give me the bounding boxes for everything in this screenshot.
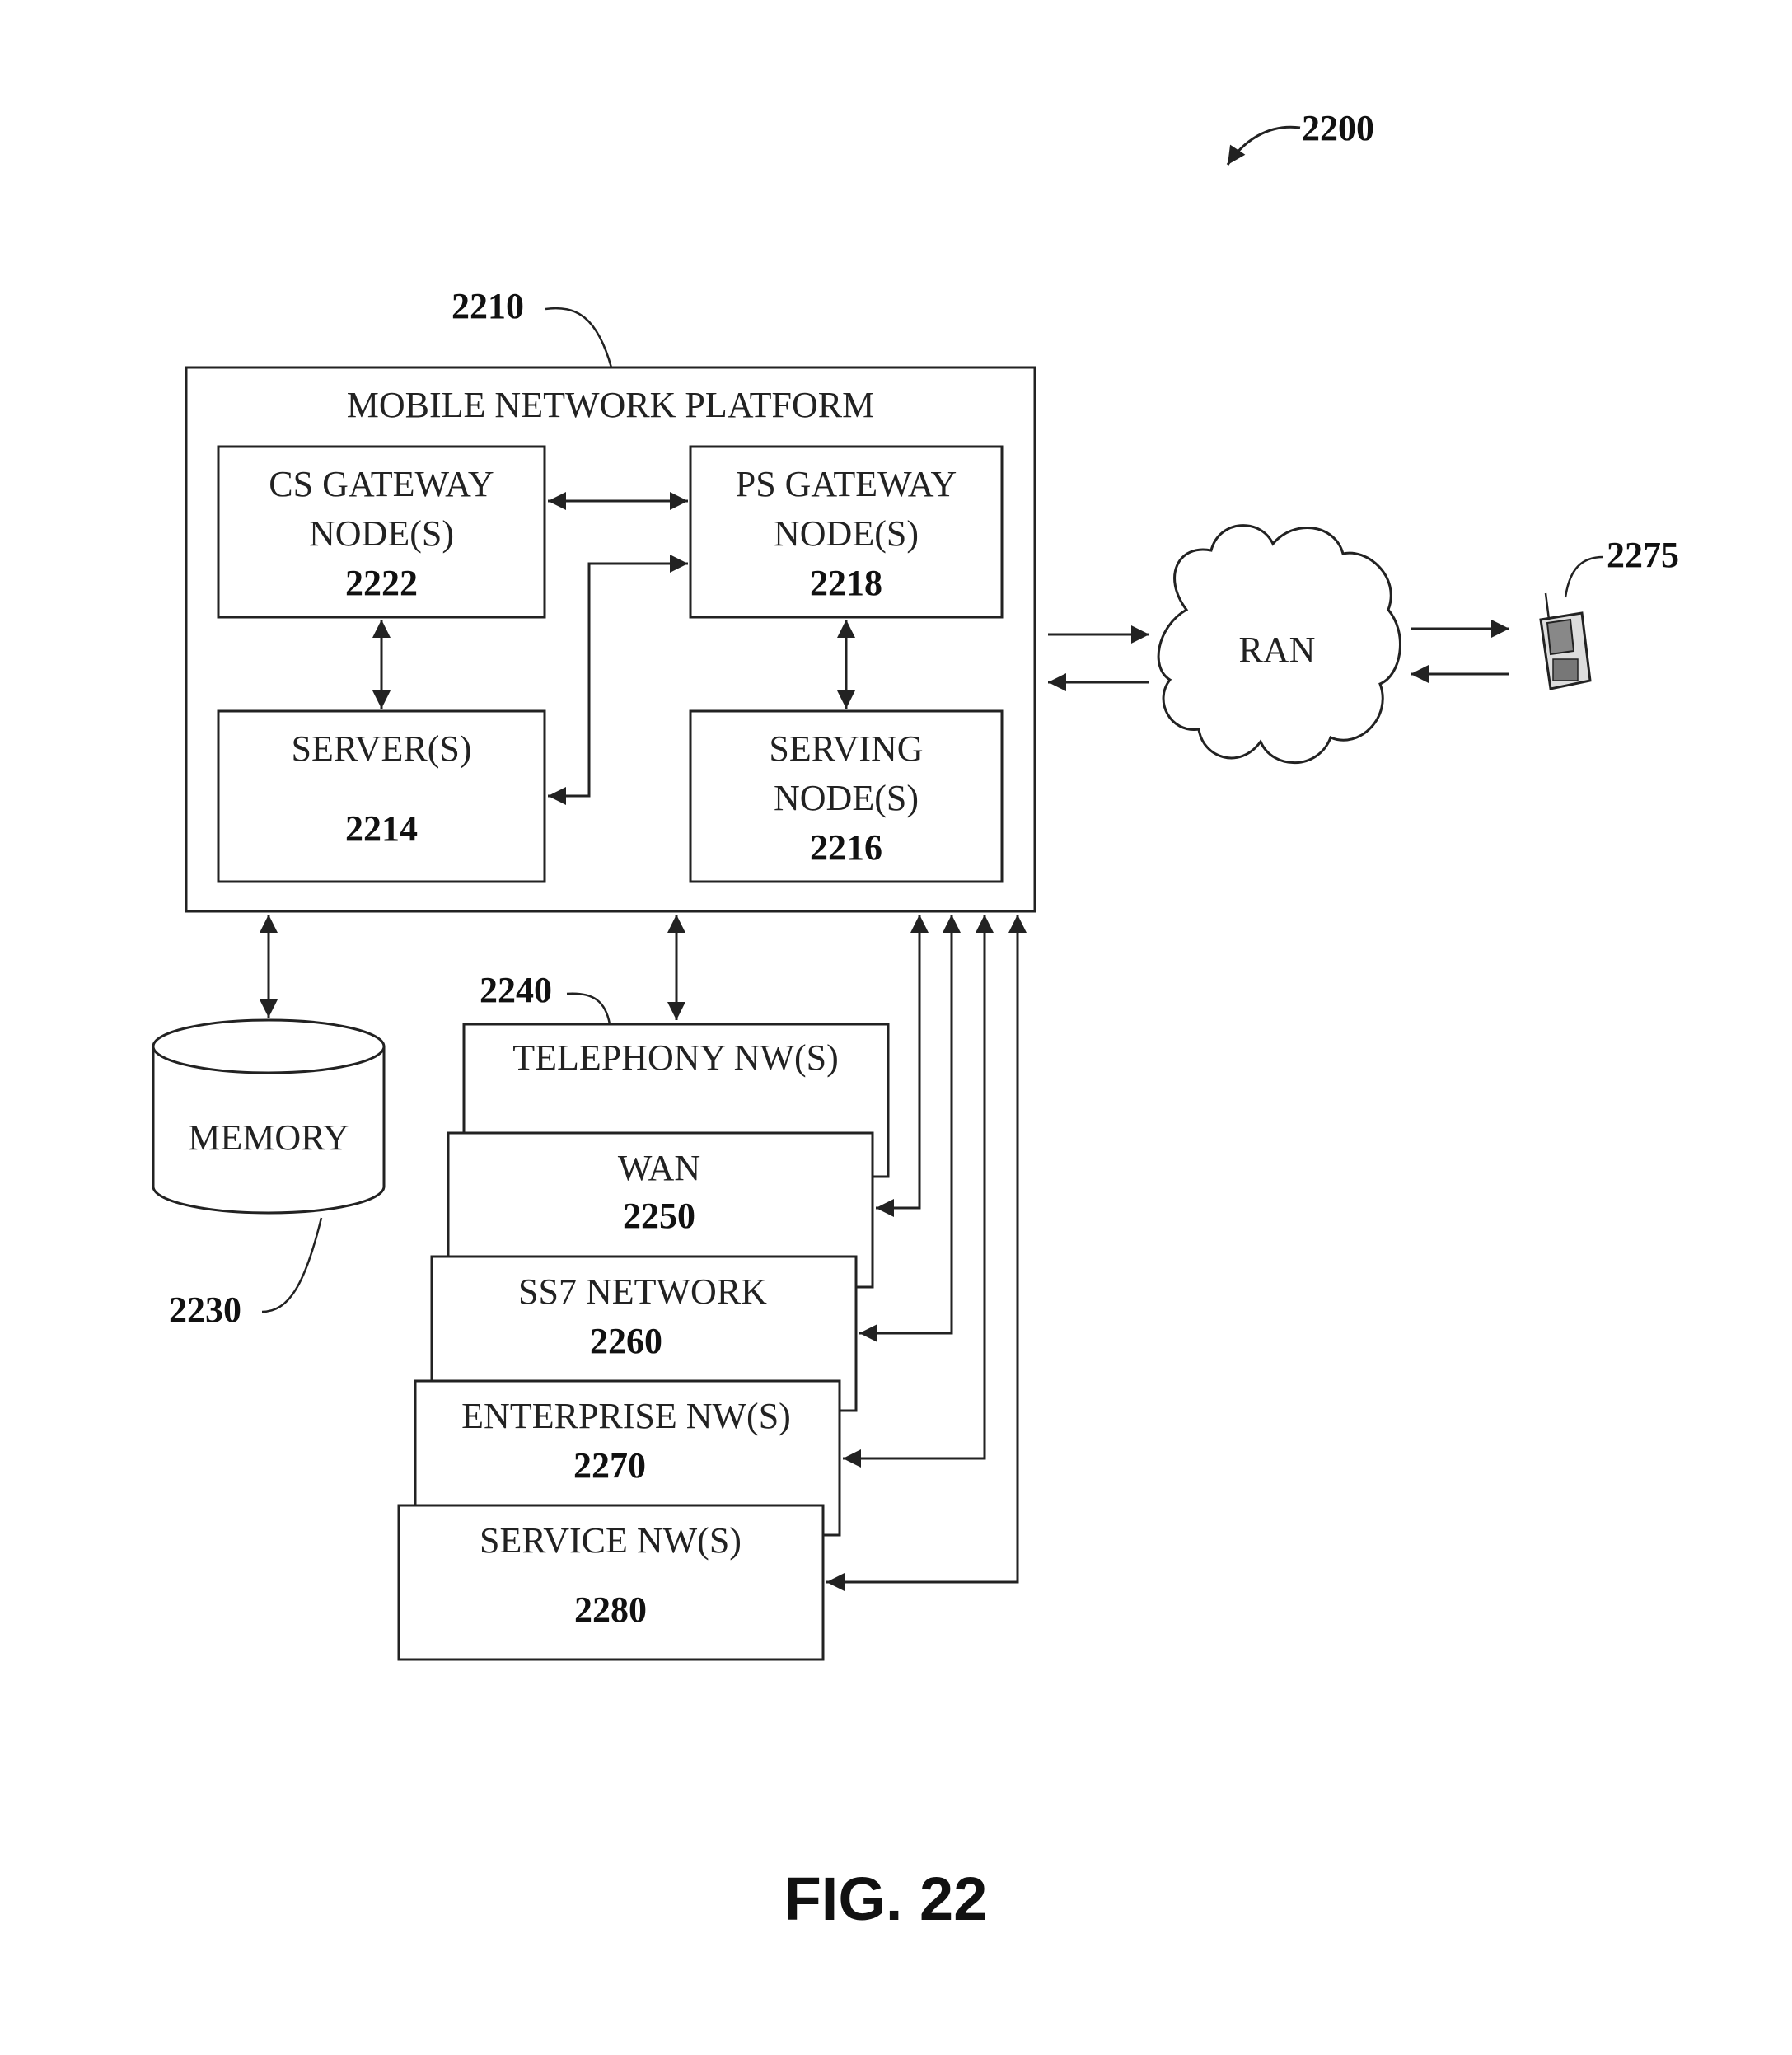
serving-node-number: 2216 <box>810 827 882 868</box>
cs-gateway-number: 2222 <box>345 563 418 603</box>
service-number: 2280 <box>574 1589 647 1630</box>
wan-number: 2250 <box>623 1196 695 1236</box>
figure-caption: FIG. 22 <box>784 1865 988 1933</box>
memory-ref-number: 2230 <box>169 1290 241 1330</box>
mobile-ref-leader <box>1565 557 1603 597</box>
server-line1: SERVER(S) <box>292 728 472 769</box>
enterprise-label: ENTERPRISE NW(S) <box>461 1396 791 1436</box>
ps-gateway-number: 2218 <box>810 563 882 603</box>
ps-gateway-node: PS GATEWAY NODE(S) 2218 <box>690 447 1002 617</box>
platform-ref-number: 2210 <box>452 286 524 326</box>
figure-ref-number: 2200 <box>1302 108 1374 148</box>
server-node: SERVER(S) 2214 <box>218 711 545 882</box>
figure-ref-2200: 2200 <box>1228 108 1374 165</box>
telephony-label: TELEPHONY NW(S) <box>512 1037 839 1078</box>
ss7-number: 2260 <box>590 1321 662 1361</box>
cs-gateway-line2: NODE(S) <box>309 513 454 554</box>
mobile-phone-icon <box>1541 593 1590 689</box>
ss7-label: SS7 NETWORK <box>518 1271 767 1312</box>
server-number: 2214 <box>345 808 418 849</box>
platform-title: MOBILE NETWORK PLATFORM <box>347 385 874 425</box>
service-label: SERVICE NW(S) <box>480 1520 742 1561</box>
cs-gateway-node: CS GATEWAY NODE(S) 2222 <box>218 447 545 617</box>
serving-node-line2: NODE(S) <box>774 778 919 818</box>
serving-node-line1: SERVING <box>769 728 923 769</box>
telephony-ref-number: 2240 <box>480 970 552 1010</box>
enterprise-number: 2270 <box>573 1445 646 1486</box>
ps-gateway-line2: NODE(S) <box>774 513 919 554</box>
service-network: SERVICE NW(S) 2280 <box>399 1505 823 1659</box>
telephony-ref-leader <box>567 994 610 1024</box>
platform-ref: 2210 <box>452 286 611 367</box>
ps-gateway-line1: PS GATEWAY <box>736 464 957 504</box>
ran-cloud: RAN <box>1158 526 1400 763</box>
memory-label: MEMORY <box>188 1117 349 1158</box>
wan-label: WAN <box>618 1148 700 1188</box>
mobile-ref-number: 2275 <box>1607 535 1679 575</box>
serving-node: SERVING NODE(S) 2216 <box>690 711 1002 882</box>
cs-gateway-line1: CS GATEWAY <box>269 464 494 504</box>
memory-ref-leader <box>262 1218 321 1312</box>
ran-label: RAN <box>1239 630 1316 670</box>
memory-store: MEMORY <box>153 1020 384 1213</box>
